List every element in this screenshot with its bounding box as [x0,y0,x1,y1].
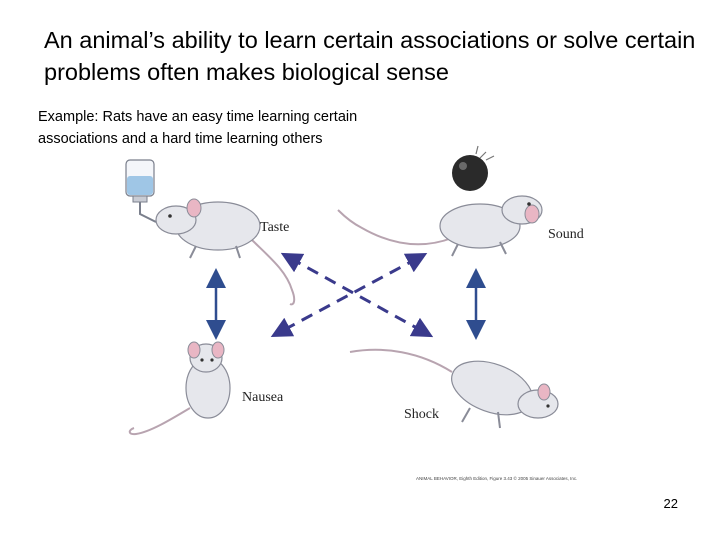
rat-taste-icon [155,198,296,306]
dashed-arrow-sound-nausea [270,253,428,337]
dashed-arrow-taste-shock [280,252,434,338]
rat-sound-icon [337,195,543,257]
label-sound: Sound [548,227,584,242]
figure-credit: ANIMAL BEHAVIOR, Eighth Edition, Figure … [416,476,578,481]
label-shock: Shock [404,407,439,422]
label-taste: Taste [260,220,289,235]
page-number: 22 [663,496,678,511]
label-nausea: Nausea [242,390,284,405]
water-bottle-icon [125,159,157,223]
slide-subtitle: Example: Rats have an easy time learning… [38,109,358,147]
rat-shock-icon [349,348,559,429]
slide-title: An animal’s ability to learn certain ass… [44,27,696,85]
bell-icon [452,145,495,191]
rat-nausea-icon [128,341,231,436]
